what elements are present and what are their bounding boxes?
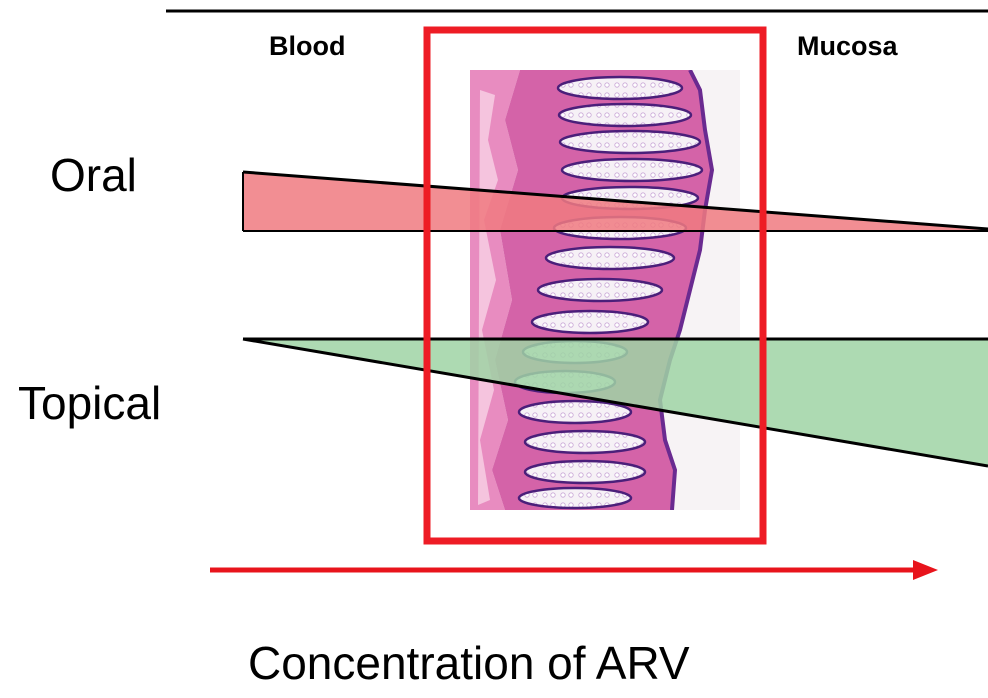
blood-label: Blood	[269, 31, 345, 62]
oral-label: Oral	[50, 148, 137, 202]
concentration-caption: Concentration of ARV	[248, 636, 690, 690]
concentration-arrow-head	[913, 560, 938, 580]
histology-image	[470, 70, 740, 510]
topical-label: Topical	[18, 376, 161, 430]
mucosa-label: Mucosa	[797, 31, 898, 62]
